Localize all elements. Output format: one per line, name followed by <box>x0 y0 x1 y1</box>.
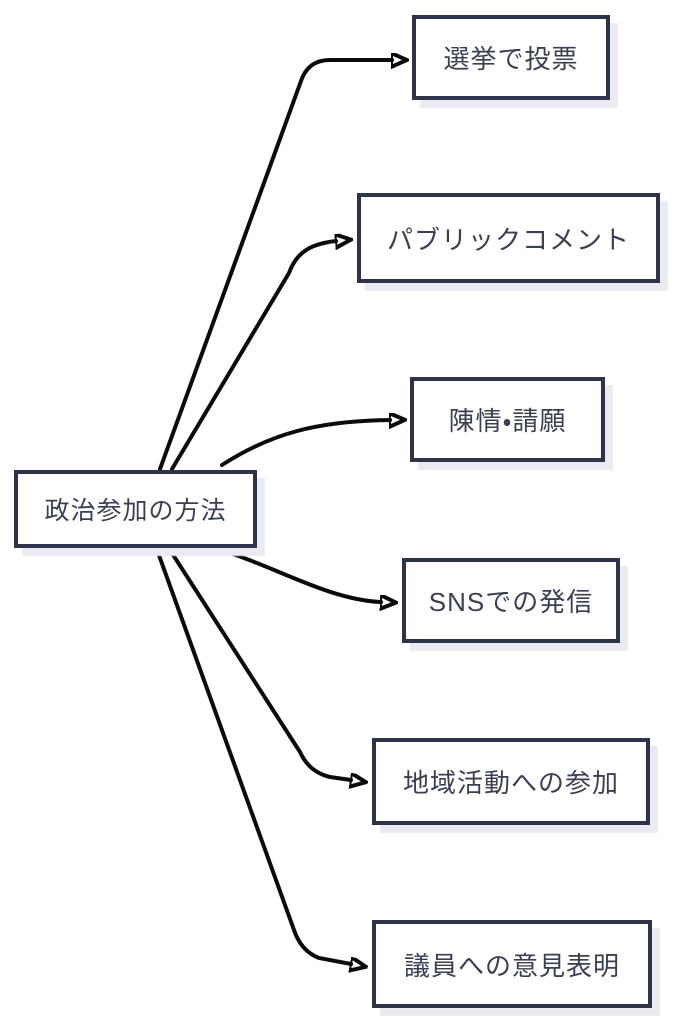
node-sns-label: SNSでの発信 <box>428 587 594 617</box>
arrow-root-to-community <box>166 545 351 780</box>
node-petition-label: 陳情・請願 <box>448 406 567 436</box>
node-representative-label: 議員への意見表明 <box>403 950 620 981</box>
arrow-root-to-petition <box>220 420 390 467</box>
arrow-root-to-sns <box>222 549 381 602</box>
node-sns: SNSでの発信 <box>402 558 620 643</box>
arrow-root-to-representative <box>154 545 351 964</box>
node-community: 地域活動への参加 <box>372 738 650 825</box>
arrow-root-to-public-comment <box>170 241 336 471</box>
node-public-comment: パブリックコメント <box>357 193 660 283</box>
node-community-label: 地域活動への参加 <box>402 768 619 798</box>
node-representative: 議員への意見表明 <box>372 920 652 1008</box>
node-public-comment-label: パブリックコメント <box>386 224 630 255</box>
node-vote: 選挙で投票 <box>412 15 610 100</box>
node-vote-label: 選挙で投票 <box>443 44 579 74</box>
node-petition: 陳情・請願 <box>410 377 605 462</box>
node-root: 政治参加の方法 <box>14 470 257 548</box>
node-root-label: 政治参加の方法 <box>44 497 227 525</box>
